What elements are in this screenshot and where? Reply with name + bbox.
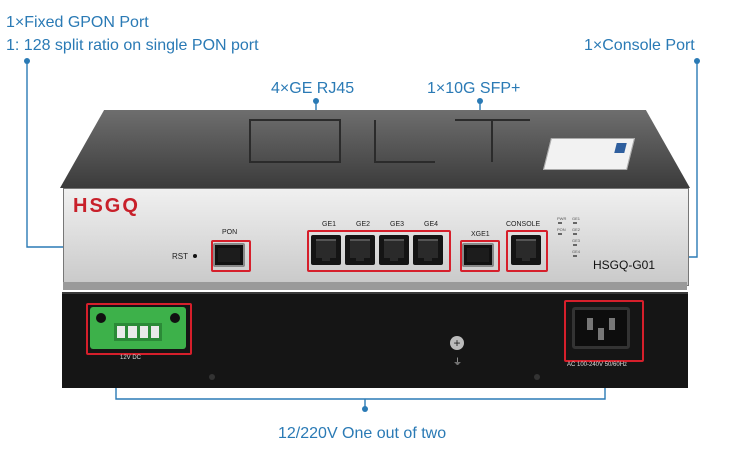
pon-led <box>558 233 562 235</box>
rear-screw-right <box>534 374 540 380</box>
sfp-plus-port[interactable] <box>462 243 494 267</box>
ground-screw: + <box>450 336 464 350</box>
led-label-pwr: PWR <box>557 216 567 221</box>
model-label: HSGQ-G01 <box>593 258 656 272</box>
rear-device: 12V DC + ⏚ AC 100-240V 50/60Hz <box>62 292 688 388</box>
xge1-label: XGE1 <box>471 231 490 238</box>
ac-input-highlight <box>564 300 644 362</box>
power-callout: 12/220V One out of two <box>278 425 447 442</box>
reset-button[interactable] <box>193 254 197 258</box>
led-label-pon: PON <box>557 227 566 232</box>
dc-input-highlight <box>86 303 192 355</box>
ge-ports-highlight <box>307 230 451 272</box>
sfp-callout-dot <box>477 98 483 104</box>
sfp-callout: 1×10G SFP+ <box>427 80 521 97</box>
gpon-port-callout-title: 1×Fixed GPON Port <box>6 14 149 31</box>
pon-port-label: PON <box>222 229 238 236</box>
ge-callout-dot <box>313 98 319 104</box>
led-label-ge2: GE2 <box>572 227 581 232</box>
split-ratio-callout: 1: 128 split ratio on single PON port <box>6 37 259 54</box>
ac-power-inlet[interactable] <box>572 307 630 349</box>
pon-port-highlight <box>211 240 251 272</box>
ge4-port[interactable] <box>413 235 443 265</box>
rear-screw-left <box>209 374 215 380</box>
ge1-label: GE1 <box>322 221 337 228</box>
gpon-callout-dot <box>24 58 30 64</box>
front-base <box>63 282 687 290</box>
console-port[interactable] <box>511 235 541 265</box>
brand-logo: HSGQ <box>73 195 140 217</box>
pon-port[interactable] <box>213 243 245 267</box>
olt-embossing <box>249 119 530 163</box>
ge2-label: GE2 <box>356 221 371 228</box>
pwr-led <box>558 222 562 224</box>
ge3-led <box>573 244 577 246</box>
ge2-port[interactable] <box>345 235 375 265</box>
ge3-port[interactable] <box>379 235 409 265</box>
front-panel <box>63 188 689 286</box>
console-callout-dot <box>694 58 700 64</box>
sfp-plus-highlight <box>460 240 500 272</box>
ge3-label: GE3 <box>390 221 405 228</box>
ge4-label: GE4 <box>424 221 439 228</box>
power-callout-dot <box>362 406 368 412</box>
ground-icon: ⏚ <box>453 357 463 367</box>
console-port-highlight <box>506 230 548 272</box>
ge4-led <box>573 255 577 257</box>
dc-terminal-block[interactable] <box>90 307 186 349</box>
led-label-ge4: GE4 <box>572 249 581 254</box>
ac-label: AC 100-240V 50/60Hz <box>567 362 628 368</box>
product-sticker <box>543 138 635 170</box>
console-label: CONSOLE <box>506 221 541 228</box>
ge2-led <box>573 233 577 235</box>
ge1-port[interactable] <box>311 235 341 265</box>
ge-rj45-callout: 4×GE RJ45 <box>271 80 355 97</box>
console-port-callout: 1×Console Port <box>584 37 695 54</box>
led-label-ge3: GE3 <box>572 238 581 243</box>
led-label-ge1: GE1 <box>572 216 581 221</box>
dc-label: 12V DC <box>120 355 142 361</box>
ge1-led <box>573 222 577 224</box>
front-device: HSGQ PON RST GE1 GE2 GE3 GE4 XGE1 CONSOL… <box>60 110 690 292</box>
reset-label: RST <box>172 252 188 261</box>
